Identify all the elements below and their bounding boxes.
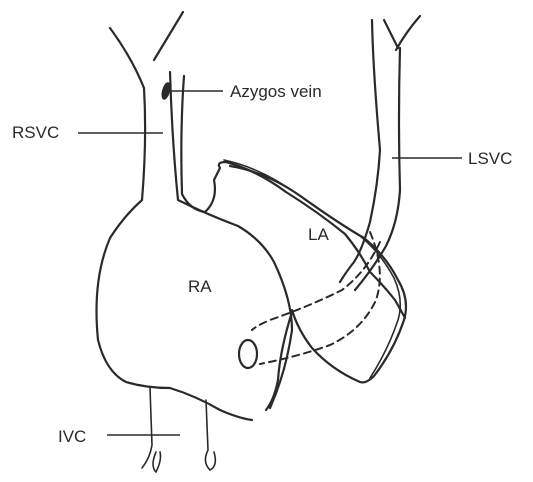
lsvc-label: LSVC xyxy=(468,149,512,168)
rsvc-label: RSVC xyxy=(12,123,59,142)
la-label: LA xyxy=(308,225,329,244)
ivc-label: IVC xyxy=(58,427,86,446)
rsvc-vessel xyxy=(97,12,293,420)
azygos-label: Azygos vein xyxy=(230,82,322,101)
lsvc-vessel xyxy=(340,16,420,290)
ra-label: RA xyxy=(188,277,212,296)
